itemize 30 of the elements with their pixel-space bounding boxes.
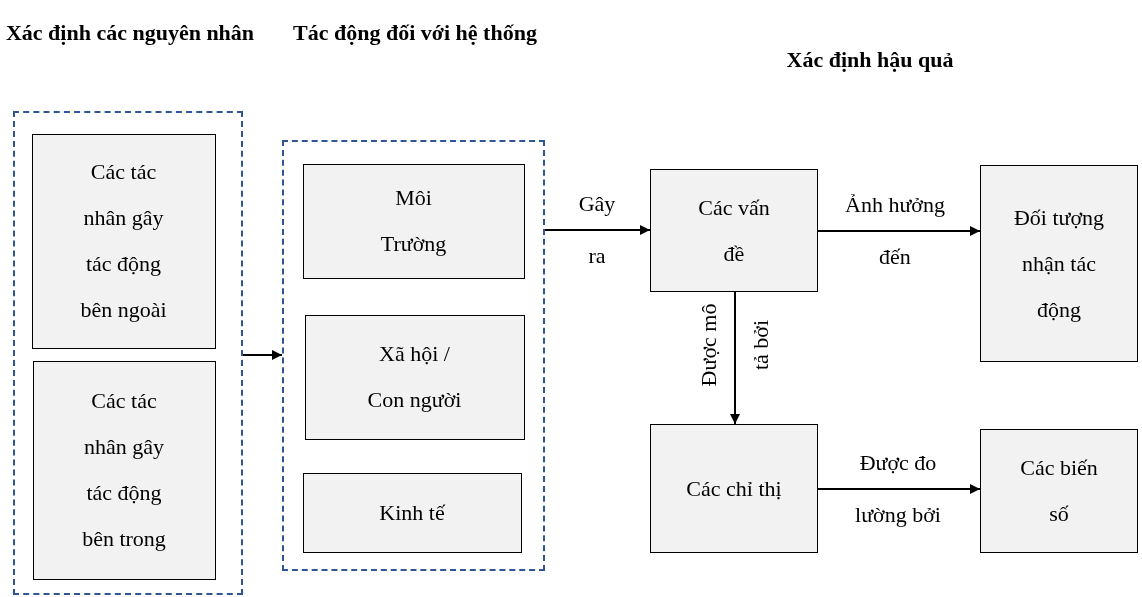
process-box (980, 165, 1138, 362)
arrow (817, 226, 981, 236)
process-box (650, 424, 818, 553)
edge-label: Được đo lường bởi (854, 449, 942, 529)
arrow (544, 225, 651, 235)
section-heading: Xác định hậu quả (785, 46, 955, 74)
process-box (32, 360, 216, 580)
box-text: Các biến số (1019, 454, 1099, 528)
edge-label: Được mô tả bởi (695, 302, 774, 389)
group-heading: Tác động đối với hệ thống (292, 19, 538, 47)
box-text: Các tác nhân gây tác động bên trong (81, 387, 167, 553)
arrow (730, 291, 740, 425)
process-box (980, 429, 1138, 553)
box-text: Xã hội / Con người (366, 340, 463, 414)
edge-label: Gây ra (577, 190, 617, 270)
edge-label: Ảnh hưởng đến (844, 191, 946, 271)
process-box (302, 472, 522, 553)
box-text: Các tác nhân gây tác động bên ngoài (79, 158, 168, 324)
group-heading: Xác định các nguyên nhân (4, 19, 256, 47)
arrow (242, 350, 283, 360)
process-box (304, 314, 525, 440)
process-box (650, 169, 818, 292)
process-box (31, 133, 216, 349)
box-text: Đối tượng nhận tác động (1012, 203, 1106, 324)
arrow (817, 484, 981, 494)
process-box (302, 163, 525, 279)
box-text: Kinh tế (378, 498, 446, 527)
box-text: Các chỉ thị (685, 474, 783, 503)
box-text: Các vấn đề (697, 193, 771, 268)
box-text: Môi Trường (379, 184, 448, 258)
